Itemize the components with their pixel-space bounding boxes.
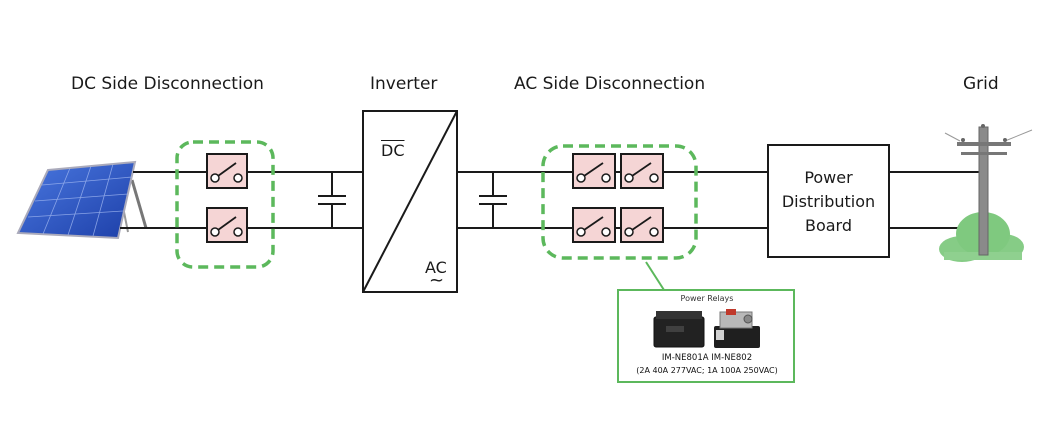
relay-callout-box — [617, 289, 795, 383]
ac-switch-top-left — [572, 153, 616, 189]
dc-switch-bottom — [206, 207, 248, 243]
grid-label: Grid — [963, 74, 999, 94]
dc-side-label: DC Side Disconnection — [71, 74, 264, 94]
relay-im-ne801a-icon — [653, 311, 705, 348]
inverter-ac-text: AC — [425, 258, 447, 277]
callout-connector — [645, 261, 665, 291]
dc-switch-top — [206, 153, 248, 189]
solar-panel-icon — [16, 160, 148, 240]
inverter-block — [362, 110, 458, 293]
power-pole-icon — [944, 124, 1033, 256]
ac-capacitor-icon — [479, 172, 507, 228]
inverter-ac-symbol: ~ — [429, 270, 445, 291]
dc-capacitor-icon — [318, 172, 346, 228]
ac-switch-bottom-left — [572, 207, 616, 243]
ac-switch-bottom-right — [620, 207, 664, 243]
relay-im-ne802-icon — [714, 309, 760, 348]
ac-disconnect-group — [541, 144, 698, 260]
inverter-label: Inverter — [370, 74, 438, 94]
inverter-dc-text: DC — [381, 141, 405, 160]
distribution-board-label: Power Distribution Board — [781, 168, 876, 235]
ac-side-label: AC Side Disconnection — [514, 74, 706, 94]
relay-callout-specs: (2A 40A 277VAC; 1A 100A 250VAC) — [636, 366, 778, 375]
relay-callout-title: Power Relays — [680, 294, 734, 303]
ac-switch-top-right — [620, 153, 664, 189]
dc-disconnect-group — [175, 140, 275, 269]
relay-callout-models: IM-NE801A IM-NE802 — [661, 353, 753, 363]
distribution-board-block — [767, 144, 890, 258]
